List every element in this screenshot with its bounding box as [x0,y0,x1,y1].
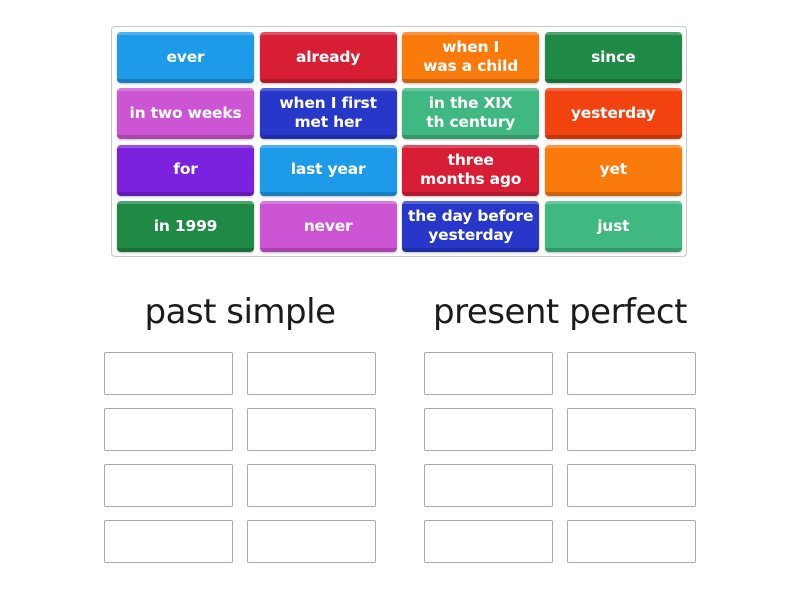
tile-in-1999[interactable]: in 1999 [117,201,254,253]
drop-slot[interactable] [104,408,233,451]
drop-slot[interactable] [247,520,376,563]
drop-slot[interactable] [104,520,233,563]
drop-slot[interactable] [424,464,553,507]
tile-in-the-xix-th-century[interactable]: in the XIX th century [402,88,540,140]
tile-never[interactable]: never [259,201,397,253]
tile-when-i-was-a-child[interactable]: when I was a child [402,32,540,83]
drop-slot[interactable] [424,520,553,563]
drop-slot[interactable] [567,464,696,507]
tile-the-day-before-yesterday[interactable]: the day before yesterday [402,201,540,253]
drop-slot[interactable] [567,352,696,395]
drop-zone-present-perfect [424,352,696,563]
drop-slot[interactable] [104,464,233,507]
tile-since[interactable]: since [544,32,682,83]
tile-grid: ever already when I was a child since in… [117,32,682,253]
drop-slot[interactable] [567,408,696,451]
tile-three-months-ago[interactable]: three months ago [402,144,540,196]
drop-slot[interactable] [424,352,553,395]
tile-already[interactable]: already [259,32,397,83]
tile-last-year[interactable]: last year [259,144,397,196]
drop-slot[interactable] [247,464,376,507]
tile-when-i-first-met-her[interactable]: when I first met her [259,88,397,140]
tile-for[interactable]: for [117,144,254,196]
tile-in-two-weeks[interactable]: in two weeks [117,88,254,140]
tile-just[interactable]: just [544,201,682,253]
group-title-past-simple: past simple [144,292,337,332]
tile-ever[interactable]: ever [117,32,254,83]
tile-yet[interactable]: yet [544,144,682,196]
tile-tray: ever already when I was a child since in… [111,26,687,257]
drop-slot[interactable] [247,408,376,451]
group-title-present-perfect: present perfect [433,292,687,332]
drop-slot[interactable] [247,352,376,395]
drop-zone-past-simple [104,352,376,563]
drop-slot[interactable] [104,352,233,395]
tile-yesterday[interactable]: yesterday [544,88,682,140]
drop-slot[interactable] [424,408,553,451]
drop-slot[interactable] [567,520,696,563]
